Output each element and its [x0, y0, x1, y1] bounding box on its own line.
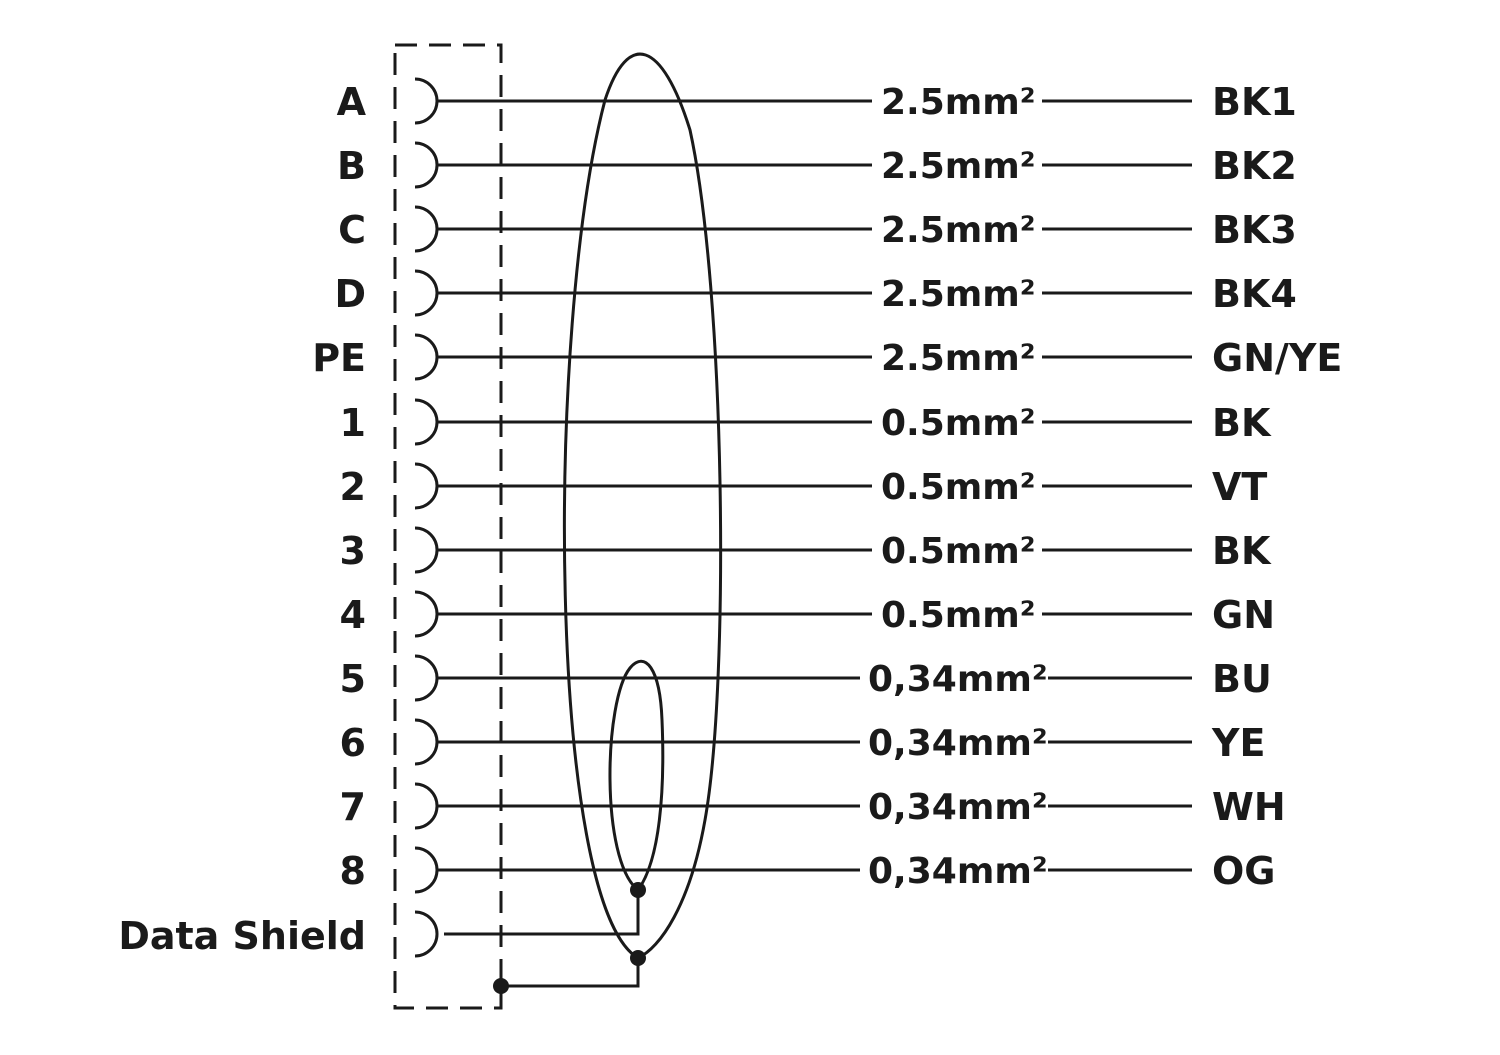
wire-color: YE [1211, 721, 1265, 765]
pin-row: 7 0,34mm² WH [340, 782, 1286, 830]
housing-ground-junction [493, 978, 509, 994]
pin-row: 1 0.5mm² BK [340, 398, 1272, 446]
pin-label: 3 [340, 529, 366, 573]
pin-row: 3 0.5mm² BK [340, 526, 1272, 574]
wire-color: VT [1212, 465, 1267, 509]
pin-contact [414, 398, 439, 446]
data-shield-row: Data Shield [118, 910, 439, 958]
wire-color: BU [1212, 657, 1272, 701]
pin-row: 5 0,34mm² BU [340, 654, 1272, 702]
data-shield-label: Data Shield [118, 914, 366, 958]
wire-color: GN/YE [1212, 336, 1342, 380]
pin-label: PE [312, 336, 366, 380]
pin-label: B [337, 144, 366, 188]
conductor-size: 0.5mm² [881, 531, 1036, 572]
outer-shield-loop [562, 52, 723, 960]
conductor-size: 0,34mm² [868, 851, 1048, 892]
pin-label: A [337, 80, 367, 124]
pin-label: C [338, 208, 366, 252]
conductor-size: 0,34mm² [868, 723, 1048, 764]
pin-row: D 2.5mm² BK4 [334, 269, 1297, 317]
pin-contact [414, 77, 439, 125]
pin-row: C 2.5mm² BK3 [338, 205, 1297, 253]
conductor-size: 2.5mm² [881, 146, 1036, 187]
conductor-size: 2.5mm² [881, 338, 1036, 379]
pin-row: 2 0.5mm² VT [340, 462, 1267, 510]
pin-label: 1 [340, 401, 366, 445]
conductor-size: 0,34mm² [868, 659, 1048, 700]
pin-row: B 2.5mm² BK2 [337, 141, 1297, 189]
pin-contact [414, 141, 439, 189]
conductor-size: 0.5mm² [881, 403, 1036, 444]
wire-color: GN [1212, 593, 1275, 637]
pin-contact [414, 333, 439, 381]
pin-contact [414, 205, 439, 253]
pin-row: 4 0.5mm² GN [340, 590, 1275, 638]
pin-contact [414, 718, 439, 766]
pin-row: 8 0,34mm² OG [340, 846, 1276, 894]
conductor-size: 0.5mm² [881, 467, 1036, 508]
wire-color: BK2 [1212, 144, 1297, 188]
wire-color: BK1 [1212, 80, 1297, 124]
pin-label: 7 [340, 785, 366, 829]
data-shield-contact [414, 910, 439, 958]
pin-label: 4 [340, 593, 366, 637]
wire-color: BK [1212, 529, 1272, 573]
pin-contact [414, 526, 439, 574]
conductor-size: 2.5mm² [881, 82, 1036, 123]
data-shield-drain-wire [444, 890, 640, 936]
conductor-size: 2.5mm² [881, 210, 1036, 251]
pin-contact [414, 654, 439, 702]
pin-label: 2 [340, 465, 366, 509]
pin-row: PE 2.5mm² GN/YE [312, 333, 1342, 381]
outer-shield-junction [630, 950, 646, 966]
conductor-size: 2.5mm² [881, 274, 1036, 315]
connector-housing [393, 43, 503, 1010]
pin-contact [414, 782, 439, 830]
inner-shield-loop [608, 659, 665, 892]
pin-contact [414, 269, 439, 317]
wire-color: WH [1212, 785, 1286, 829]
pin-label: D [334, 272, 366, 316]
inner-shield-junction [630, 882, 646, 898]
pin-contact [414, 846, 439, 894]
conductor-size: 0,34mm² [868, 787, 1048, 828]
ground-bus-wire [501, 958, 640, 988]
pin-contact [414, 590, 439, 638]
pin-row: 6 0,34mm² YE [340, 718, 1265, 766]
wire-color: OG [1212, 849, 1276, 893]
conductor-size: 0.5mm² [881, 595, 1036, 636]
wire-color: BK4 [1212, 272, 1297, 316]
pin-label: 6 [340, 721, 366, 765]
pin-contact [414, 462, 439, 510]
pin-label: 5 [340, 657, 366, 701]
pin-label: 8 [340, 849, 366, 893]
pin-row: A 2.5mm² BK1 [337, 77, 1297, 125]
wire-color: BK [1212, 401, 1272, 445]
wire-color: BK3 [1212, 208, 1297, 252]
